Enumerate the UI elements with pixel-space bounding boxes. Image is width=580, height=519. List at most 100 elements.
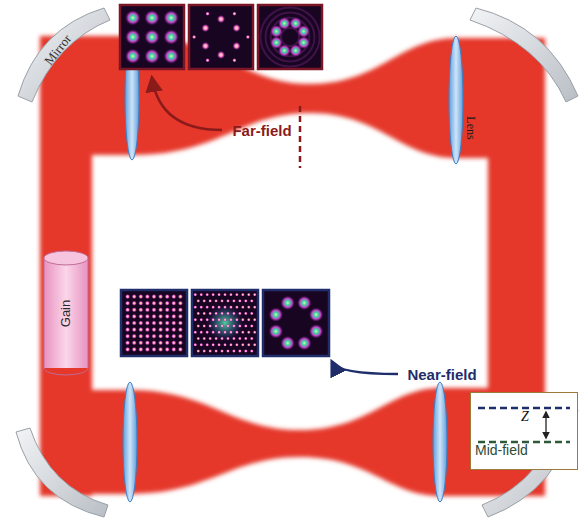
near-field-pointer <box>332 362 398 374</box>
intensity-spot <box>205 343 209 347</box>
intensity-spot <box>247 330 251 334</box>
intensity-spot <box>211 343 215 347</box>
intensity-spot <box>125 327 130 332</box>
intensity-spot <box>232 324 236 328</box>
intensity-spot <box>241 305 245 309</box>
intensity-spot <box>145 327 150 332</box>
intensity-spot <box>164 29 179 44</box>
intensity-spot <box>297 336 312 351</box>
intensity-spot <box>217 330 221 334</box>
intensity-spot <box>171 301 176 306</box>
intensity-spot <box>244 324 248 328</box>
intensity-spot <box>246 35 250 39</box>
intensity-spot <box>238 337 242 341</box>
intensity-spot <box>241 318 245 322</box>
beam-top <box>40 36 545 158</box>
intensity-spot <box>151 314 156 319</box>
intensity-spot <box>158 301 163 306</box>
fringe-ring <box>266 13 315 62</box>
intensity-spot <box>144 29 159 44</box>
intensity-spot <box>205 293 209 297</box>
intensity-spot <box>132 347 137 352</box>
intensity-spot <box>178 314 183 319</box>
intensity-spot <box>178 294 183 299</box>
intensity-spot <box>178 301 183 306</box>
intensity-spot <box>269 324 284 339</box>
intensity-spot <box>171 314 176 319</box>
intensity-spot <box>132 314 137 319</box>
intensity-spot <box>171 320 176 325</box>
intensity-spot <box>241 330 245 334</box>
intensity-spot <box>138 307 143 312</box>
intensity-spot <box>178 334 183 339</box>
intensity-spot <box>199 330 203 334</box>
intensity-spot <box>132 301 137 306</box>
intensity-spot <box>158 327 163 332</box>
intensity-spot <box>125 294 130 299</box>
image-ground <box>120 5 184 69</box>
distance-arrow <box>545 412 546 438</box>
intensity-spot <box>217 305 221 309</box>
intensity-spot <box>138 334 143 339</box>
node-text: Gain <box>59 299 74 326</box>
intensity-spot <box>132 334 137 339</box>
intensity-spot <box>145 294 150 299</box>
intensity-spot <box>250 324 254 328</box>
mirrors <box>16 8 578 517</box>
intensity-spot <box>145 334 150 339</box>
intensity-spot <box>193 293 197 297</box>
intensity-spot <box>247 318 251 322</box>
intensity-spot <box>217 343 221 347</box>
intensity-spot <box>253 343 257 347</box>
intensity-spot <box>235 343 239 347</box>
intensity-spot <box>232 349 236 353</box>
intensity-spot <box>244 299 248 303</box>
intensity-spot <box>253 318 257 322</box>
intensity-spot <box>132 294 137 299</box>
mode-image <box>263 290 329 356</box>
intensity-spot <box>208 337 212 341</box>
intensity-spot <box>220 299 224 303</box>
intensity-spot <box>145 347 150 352</box>
intensity-spot <box>145 314 150 319</box>
intensity-spot <box>211 293 215 297</box>
intensity-spot <box>196 324 200 328</box>
inset-ground <box>470 392 578 470</box>
image-ground <box>192 290 258 356</box>
intensity-spot <box>217 51 225 59</box>
mode-image <box>189 5 253 69</box>
lenses <box>123 36 463 502</box>
intensity-spot <box>144 10 159 25</box>
gain-medium: Gain <box>44 258 88 368</box>
intensity-spot <box>223 318 227 322</box>
intensity-spot <box>220 311 224 315</box>
intensity-spot <box>226 349 230 353</box>
intensity-spot <box>232 42 240 50</box>
intensity-spot <box>138 301 143 306</box>
intensity-spot <box>220 337 224 341</box>
intensity-spot <box>151 301 156 306</box>
intensity-spot <box>217 318 221 322</box>
near-field-plane <box>478 407 570 410</box>
intensity-spot <box>178 307 183 312</box>
image-ground <box>263 290 329 356</box>
far-field-label: Far-field <box>232 122 291 139</box>
intensity-spot <box>229 343 233 347</box>
mode-image <box>120 5 184 69</box>
intensity-spot <box>202 324 206 328</box>
intensity-spot <box>238 324 242 328</box>
near-field-label: Near-field <box>407 366 476 383</box>
intensity-spot <box>278 17 291 30</box>
intensity-spot <box>244 311 248 315</box>
intensity-spot <box>125 340 130 345</box>
intensity-spot <box>193 330 197 334</box>
intensity-spot <box>208 324 212 328</box>
intensity-spot <box>235 305 239 309</box>
intensity-spot <box>144 49 159 64</box>
intensity-spot <box>205 330 209 334</box>
intensity-spot <box>250 311 254 315</box>
intensity-spot <box>151 347 156 352</box>
intensity-spot <box>165 347 170 352</box>
